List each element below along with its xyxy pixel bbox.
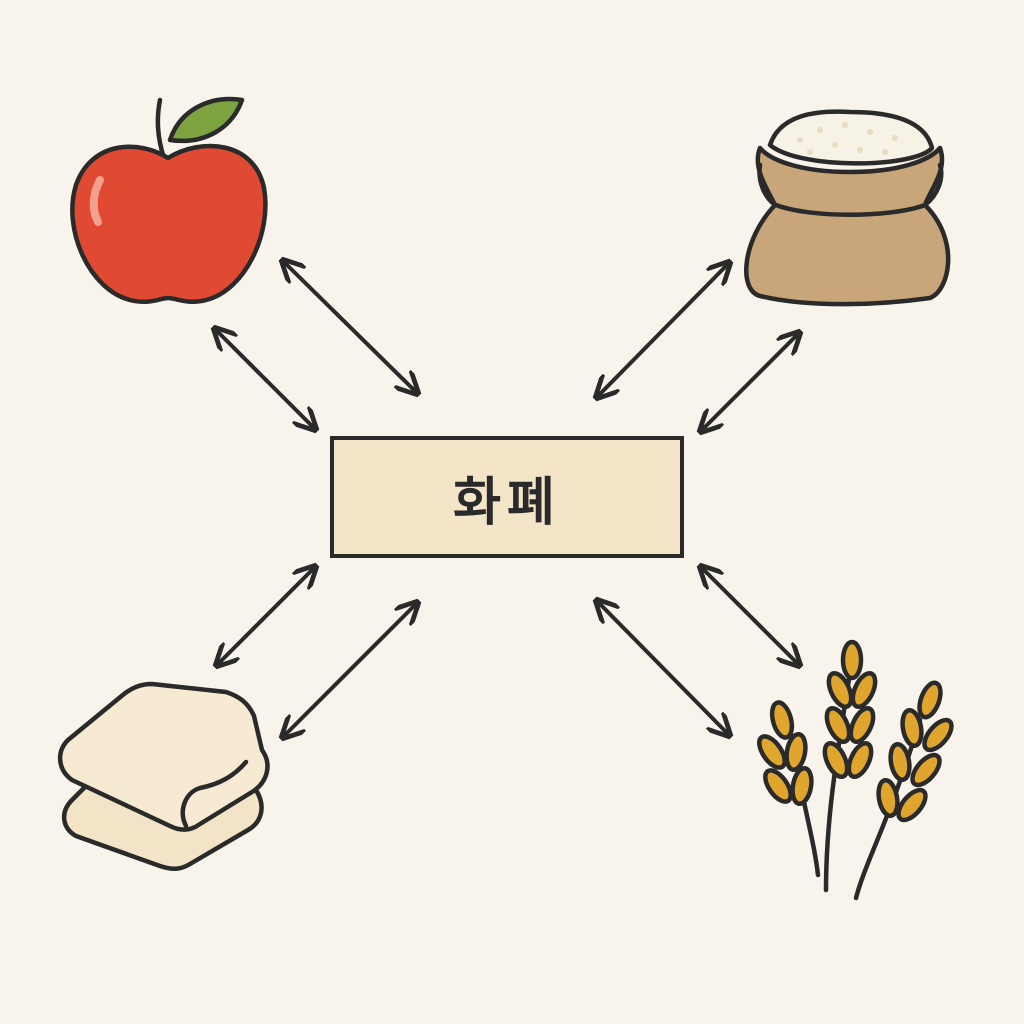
folded-cloth-icon: [58, 681, 270, 871]
arrow-rice-to-money-2: [702, 334, 798, 430]
rice-sack-icon: [744, 109, 951, 307]
money-box: 화폐: [330, 436, 684, 558]
arrow-wheat-to-money-2: [702, 568, 798, 664]
arrow-rice-to-money-1: [598, 264, 728, 396]
arrow-apple-to-money-2: [216, 330, 314, 428]
arrow-cloth-to-money-1: [218, 568, 314, 664]
apple-icon: [70, 96, 268, 305]
arrow-cloth-to-money-2: [284, 604, 416, 736]
money-label: 화폐: [453, 472, 561, 533]
arrow-apple-to-money-1: [284, 262, 416, 392]
wheat-icon: [757, 639, 954, 901]
arrow-wheat-to-money-1: [598, 602, 728, 734]
